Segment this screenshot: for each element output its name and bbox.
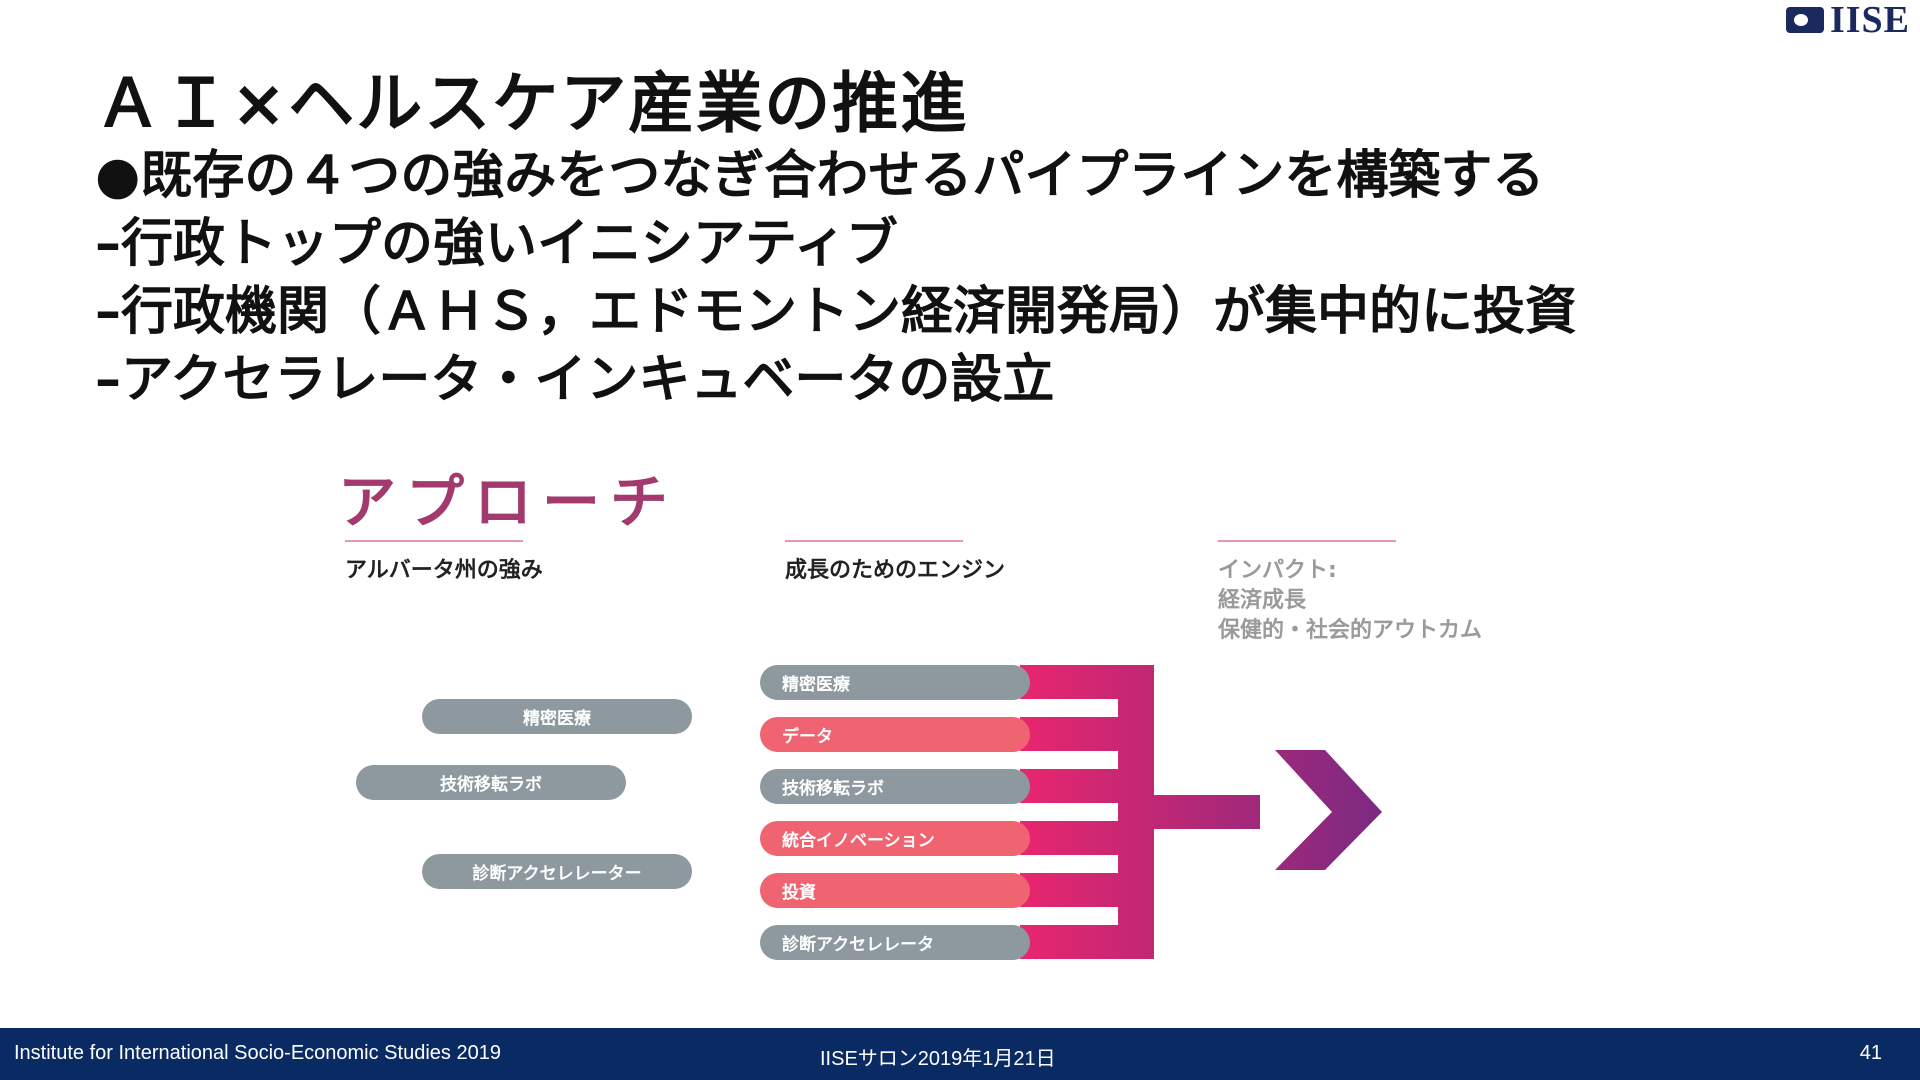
engine-pill-integrated-innovation: 統合イノベーション — [760, 821, 1030, 856]
footer-page-number: 41 — [1859, 1042, 1882, 1064]
engine-streams — [1020, 665, 1382, 959]
engine-pill-tech-transfer-lab: 技術移転ラボ — [760, 769, 1030, 804]
footer-bar: Institute for International Socio-Econom… — [0, 1028, 1920, 1080]
bullet-sub-investment: –行政機関（ＡＨＳ，エドモントン経済開発局）が集中的に投資 — [95, 282, 1578, 342]
stream-bar-5 — [1020, 873, 1120, 907]
stream-bar-6 — [1020, 925, 1120, 959]
impact-line-1: インパクト: — [1218, 558, 1337, 583]
strength-pill-precision-medicine: 精密医療 — [422, 699, 692, 734]
bullet-list: ●既存の４つの強みをつなぎ合わせるパイプラインを構築する –行政トップの強いイニ… — [95, 142, 1577, 414]
bullet-sub-initiative: –行政トップの強いイニシアティブ — [95, 214, 898, 274]
strength-pill-tech-transfer-lab: 技術移転ラボ — [356, 765, 626, 800]
strength-pill-diagnostic-accelerator: 診断アクセレレーター — [422, 854, 692, 889]
impact-line-2: 経済成長 — [1218, 588, 1307, 613]
stream-bar-4 — [1020, 821, 1120, 855]
footer-organization: Institute for International Socio-Econom… — [14, 1042, 501, 1064]
column-heading-strengths: アルバータ州の強み — [345, 558, 543, 583]
column-rule-engines — [785, 540, 963, 542]
engine-pill-diagnostic-accelerator: 診断アクセレレータ — [760, 925, 1030, 960]
bullet-main: ●既存の４つの強みをつなぎ合わせるパイプラインを構築する — [95, 146, 1545, 206]
arrow-shaft — [1150, 795, 1260, 829]
engine-pill-investment: 投資 — [760, 873, 1030, 908]
stream-bar-3 — [1020, 769, 1120, 803]
column-rule-impact — [1218, 540, 1396, 542]
slide-title: ＡＩ×ヘルスケア産業の推進 — [95, 65, 969, 142]
footer-event-date: IISEサロン2019年1月21日 — [820, 1048, 1056, 1070]
bullet-sub-accelerator: –アクセラレータ・インキュベータの設立 — [95, 350, 1055, 410]
engine-pill-data: データ — [760, 717, 1030, 752]
impact-line-3: 保健的・社会的アウトカム — [1218, 618, 1483, 643]
arrow-chevron-head — [1275, 750, 1382, 870]
stream-bar-1 — [1020, 665, 1120, 699]
column-rule-strengths — [345, 540, 523, 542]
stream-collector — [1118, 665, 1154, 959]
approach-title: アプローチ — [338, 468, 679, 536]
iise-logo-mark — [1785, 7, 1824, 33]
iise-logo-text: IISE — [1829, 0, 1910, 41]
iise-logo: IISE — [1785, 0, 1910, 41]
column-heading-impact: インパクト: 経済成長 保健的・社会的アウトカム — [1218, 556, 1482, 646]
stream-bar-2 — [1020, 717, 1120, 751]
engine-pill-precision-medicine: 精密医療 — [760, 665, 1030, 700]
column-heading-engines: 成長のためのエンジン — [785, 558, 1006, 583]
